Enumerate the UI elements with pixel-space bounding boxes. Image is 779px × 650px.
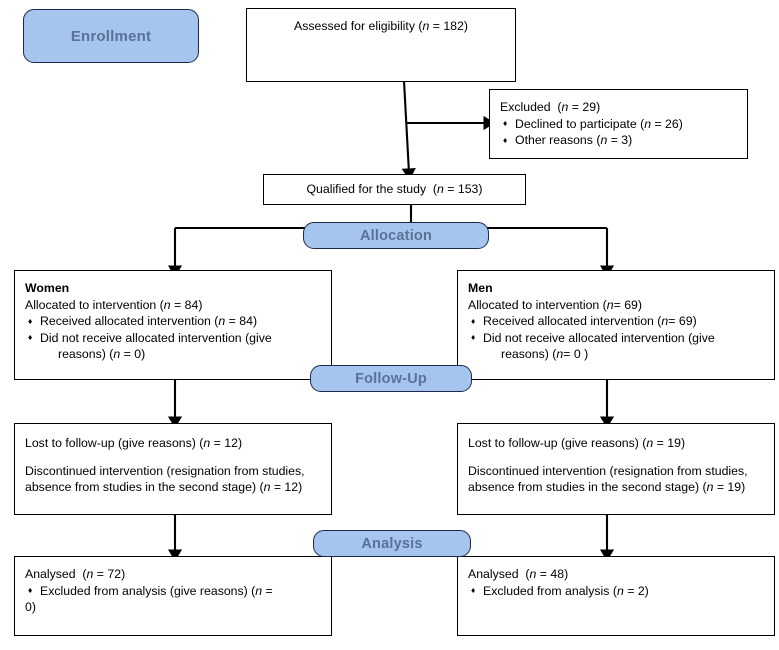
box-qualified-for-study: Qualified for the study (n = 153) <box>263 174 526 205</box>
women-discontinued-line: Discontinued intervention (resignation f… <box>25 463 305 495</box>
spacer <box>468 452 764 463</box>
box-allocation-women: Women Allocated to intervention (n = 84)… <box>14 270 332 380</box>
men-discontinued-line: Discontinued intervention (resignation f… <box>468 463 748 495</box>
men-received: Received allocated intervention (n= 69) <box>468 313 764 330</box>
stage-banner-enrollment-label: Enrollment <box>70 27 152 45</box>
box-followup-men: Lost to follow-up (give reasons) (n = 19… <box>457 423 775 515</box>
women-analysis-excluded-n: 0 <box>25 600 32 615</box>
men-header: Men <box>468 281 493 295</box>
assessed-line: Assessed for eligibility (n = 182) <box>294 19 468 33</box>
women-received-n: 84 <box>239 314 253 329</box>
excluded-n: 29 <box>582 100 597 114</box>
women-discontinued-n: 12 <box>284 480 299 495</box>
men-received-n: 69 <box>678 314 693 329</box>
men-not-received-cont: reasons) (n= 0 ) <box>501 347 589 362</box>
men-lost-line: Lost to follow-up (give reasons) (n = 19… <box>468 436 686 450</box>
men-lost-n: 19 <box>667 436 681 450</box>
spacer <box>25 452 321 463</box>
men-analysis-excluded-n: 2 <box>637 583 645 598</box>
stage-banner-enrollment: Enrollment <box>23 9 199 63</box>
men-allocated-n: 69 <box>624 297 638 312</box>
women-lost-n: 12 <box>224 436 238 450</box>
box-analysis-women: Analysed (n = 72) Excluded from analysis… <box>14 556 332 636</box>
stage-banner-analysis: Analysis <box>313 530 471 557</box>
qualified-line: Qualified for the study (n = 153) <box>306 182 483 196</box>
box-followup-women: Lost to follow-up (give reasons) (n = 12… <box>14 423 332 515</box>
excluded-title: Excluded (n = 29) <box>500 100 601 114</box>
excluded-declined-n: 26 <box>665 116 679 131</box>
men-analysed-line: Analysed (n = 48) <box>468 567 569 581</box>
men-not-received: Did not receive allocated intervention (… <box>468 329 764 363</box>
women-not-received-cont: reasons) (n = 0) <box>58 347 146 362</box>
women-not-received: Did not receive allocated intervention (… <box>25 329 321 363</box>
men-analysis-excluded: Excluded from analysis (n = 2) <box>468 582 764 599</box>
assessed-n: 182 <box>443 19 464 33</box>
excluded-item-declined: Declined to participate (n = 26) <box>500 115 737 132</box>
box-allocation-men: Men Allocated to intervention (n= 69) Re… <box>457 270 775 380</box>
stage-banner-analysis-label: Analysis <box>361 535 423 552</box>
women-allocated-n: 84 <box>184 297 199 312</box>
stage-banner-allocation-label: Allocation <box>359 227 433 244</box>
women-analysis-excluded: Excluded from analysis (give reasons) (n… <box>25 582 321 616</box>
box-excluded: Excluded (n = 29) Declined to participat… <box>489 89 748 159</box>
women-analysed-n: 72 <box>107 567 122 581</box>
stage-banner-allocation: Allocation <box>303 222 489 249</box>
women-lost-line: Lost to follow-up (give reasons) (n = 12… <box>25 436 243 450</box>
men-analysed-n: 48 <box>550 567 565 581</box>
women-received: Received allocated intervention (n = 84) <box>25 313 321 330</box>
qualified-n: 153 <box>457 182 479 196</box>
box-analysis-men: Analysed (n = 48) Excluded from analysis… <box>457 556 775 636</box>
women-analysed-line: Analysed (n = 72) <box>25 567 126 581</box>
women-allocated: Allocated to intervention (n = 84) <box>25 297 203 312</box>
box-assessed-for-eligibility: Assessed for eligibility (n = 182) <box>246 8 516 82</box>
women-analysis-excluded-cont: 0) <box>25 600 36 615</box>
stage-banner-followup: Follow-Up <box>310 365 472 392</box>
excluded-item-other: Other reasons (n = 3) <box>500 132 737 149</box>
excluded-other-n: 3 <box>621 133 629 148</box>
women-header: Women <box>25 281 70 295</box>
women-not-received-n: 0 <box>134 347 142 362</box>
men-allocated: Allocated to intervention (n= 69) <box>468 297 643 312</box>
stage-banner-followup-label: Follow-Up <box>355 370 427 387</box>
men-not-received-n: 0 <box>573 347 581 362</box>
men-discontinued-n: 19 <box>727 480 742 495</box>
